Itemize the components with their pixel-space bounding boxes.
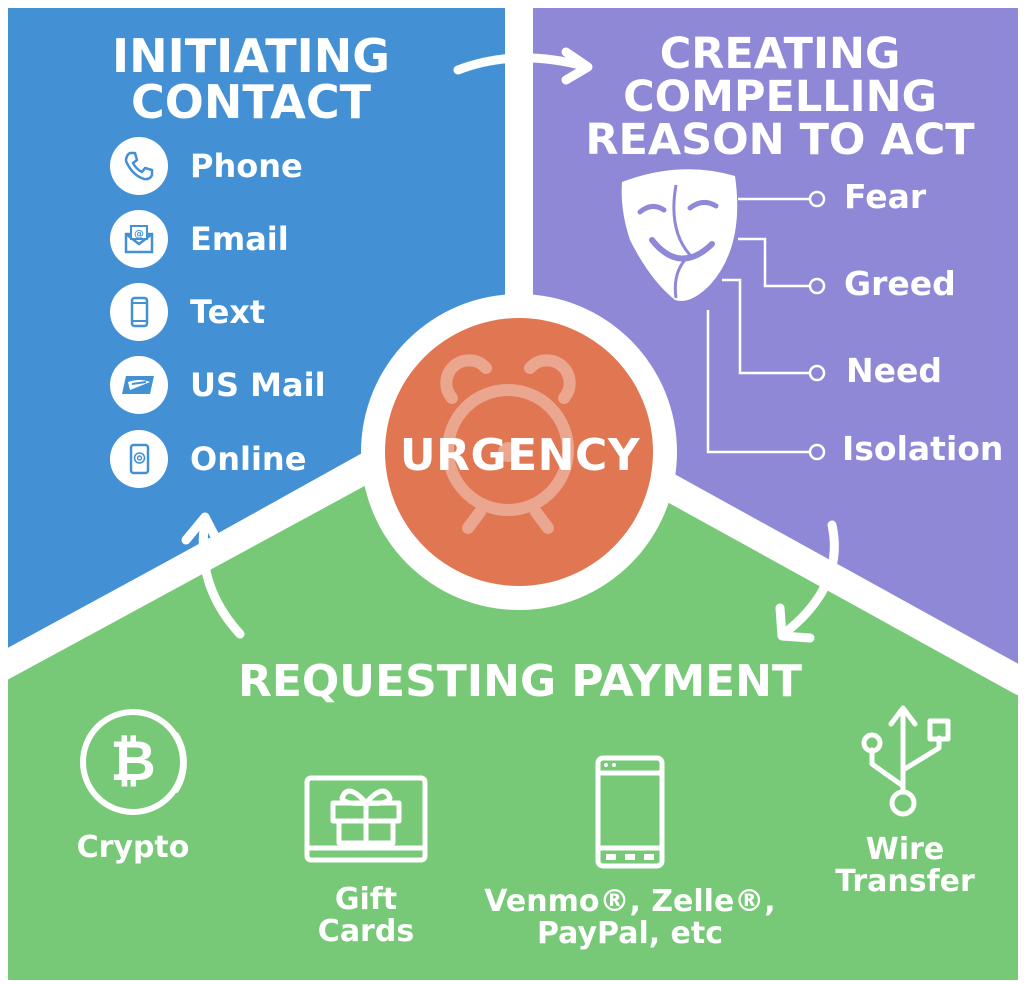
title-line: CONTACT: [131, 75, 371, 129]
gift-card-icon: [304, 775, 428, 863]
theater-mask-icon: [621, 169, 738, 301]
requesting-payment-section: [8, 458, 1018, 980]
usps-mail-icon: [110, 356, 168, 414]
payment-label-line: Venmo®, Zelle®,: [484, 884, 776, 919]
bitcoin-icon: ₿: [80, 709, 187, 815]
compelling-reason-title: CREATING COMPELLING REASON TO ACT: [560, 33, 1000, 162]
payment-label-p2p-apps: Venmo®, Zelle®, PayPal, etc: [470, 886, 790, 949]
phone-icon: [110, 137, 168, 195]
contact-item-us-mail: US Mail: [110, 355, 326, 415]
payment-label-wire-transfer: Wire Transfer: [815, 834, 995, 897]
contact-item-phone: Phone: [110, 136, 303, 196]
contact-label: Phone: [190, 147, 303, 185]
contact-label: Text: [190, 293, 266, 331]
separator-band: [0, 427, 427, 681]
email-icon: @: [110, 210, 168, 268]
urgency-circle: [385, 318, 653, 586]
payment-label-line: Gift: [334, 882, 398, 917]
emotion-label-need: Need: [846, 351, 943, 390]
svg-text:₿: ₿: [110, 729, 156, 794]
payment-label-line: Cards: [317, 913, 415, 949]
title-line: INITIATING: [112, 29, 390, 83]
tablet-icon: [110, 430, 168, 488]
smartphone-icon: [110, 283, 168, 341]
emotion-label-fear: Fear: [844, 177, 927, 216]
arrow-contact-to-reason: [453, 47, 593, 85]
title-line: CREATING: [659, 29, 901, 79]
arrow-payment-to-contact: [181, 512, 245, 639]
title-line: REASON TO ACT: [585, 115, 975, 165]
contact-item-text: Text: [110, 282, 265, 342]
urgency-label: URGENCY: [399, 430, 641, 481]
contact-item-online: Online: [110, 429, 306, 489]
contact-item-email: @ Email: [110, 209, 289, 269]
payment-label-line: PayPal, etc: [536, 915, 724, 951]
emotion-label-isolation: Isolation: [842, 429, 1004, 468]
initiating-contact-title: INITIATING CONTACT: [110, 33, 392, 125]
emotion-label-greed: Greed: [844, 264, 956, 303]
requesting-payment-title: REQUESTING PAYMENT: [160, 660, 880, 704]
usb-transfer-icon: [861, 705, 951, 817]
payment-label-gift-cards: Gift Cards: [286, 884, 446, 947]
payment-label-line: Wire: [865, 832, 945, 867]
payment-label-line: Crypto: [76, 830, 190, 865]
separator-band: [613, 447, 1024, 696]
alarm-clock-icon: [440, 354, 576, 534]
contact-label: Email: [190, 220, 289, 258]
title-line: REQUESTING PAYMENT: [237, 656, 803, 707]
title-line: COMPELLING: [623, 72, 937, 122]
contact-label: US Mail: [190, 366, 326, 404]
emotion-connectors: [706, 190, 826, 461]
contact-label: Online: [190, 440, 307, 478]
payment-label-crypto: Crypto: [53, 832, 213, 864]
mobile-phone-icon: [595, 755, 665, 869]
svg-text:@: @: [134, 229, 144, 240]
payment-label-line: Transfer: [835, 863, 975, 899]
arrow-reason-to-payment: [775, 520, 839, 643]
